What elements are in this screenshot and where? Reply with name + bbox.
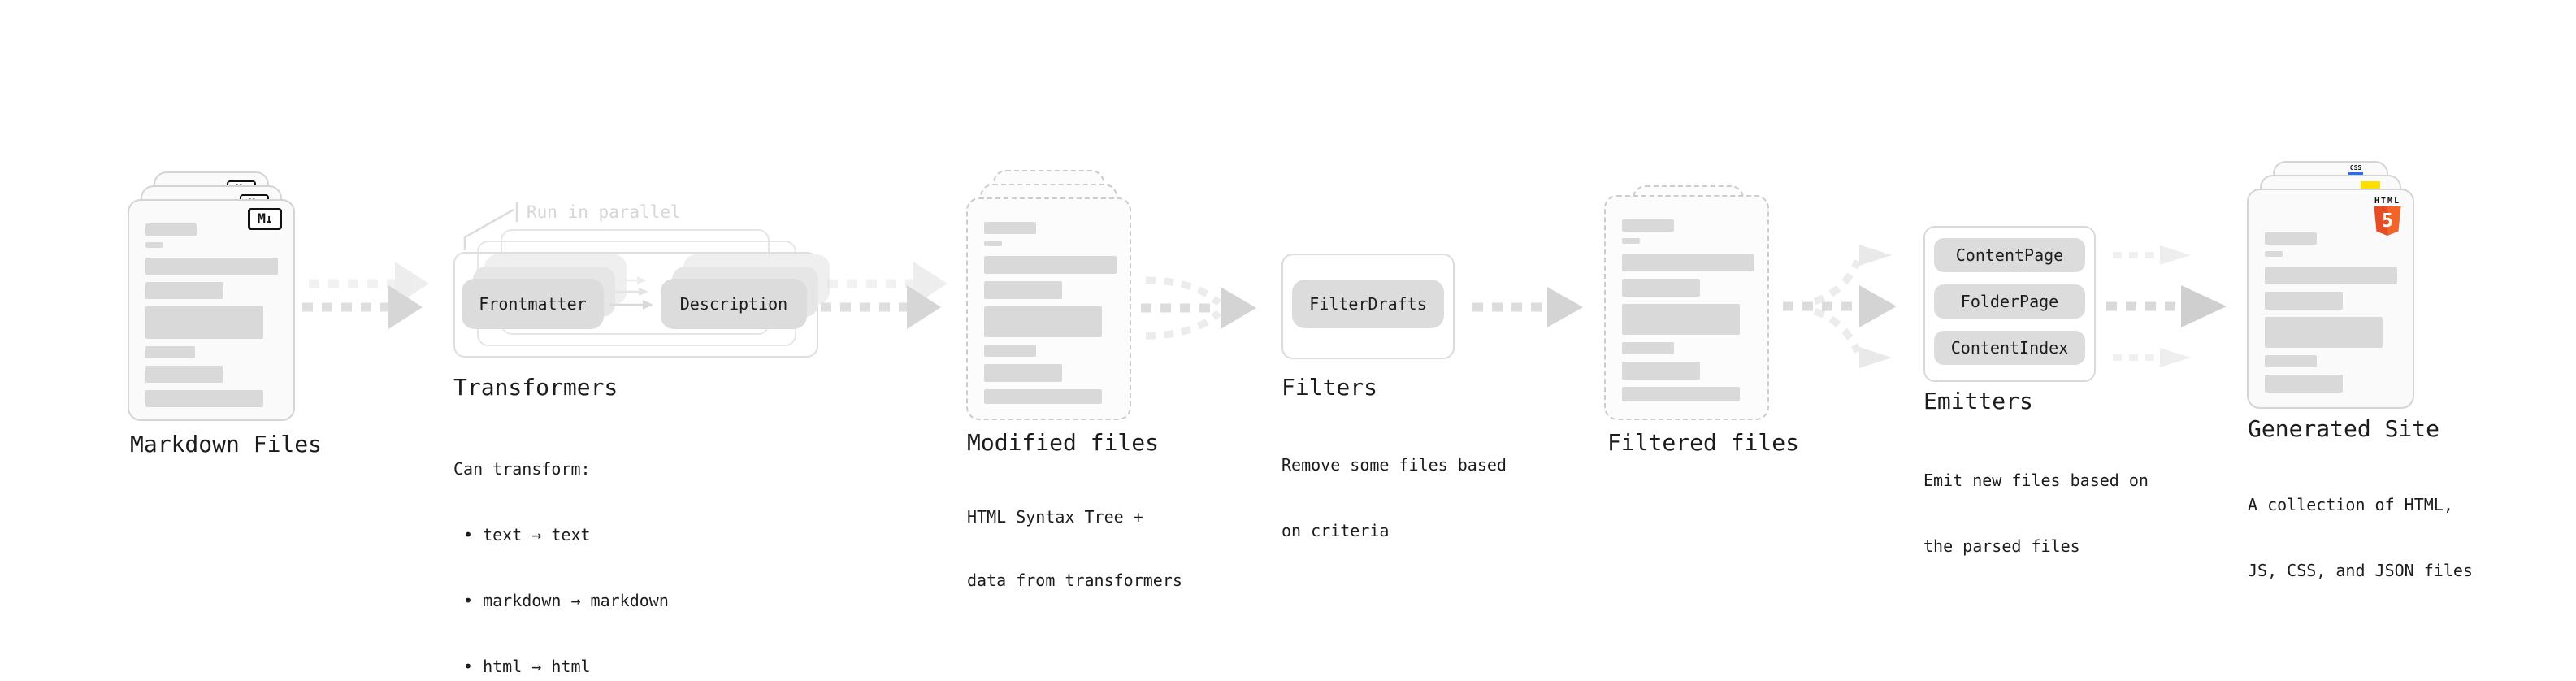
text-line-placeholder bbox=[1622, 304, 1740, 335]
folderpage-pill: FolderPage bbox=[1934, 284, 2085, 319]
text-line-placeholder bbox=[984, 389, 1102, 404]
text-line-placeholder bbox=[2265, 292, 2343, 310]
stage-title-emitters: Emitters bbox=[1923, 388, 2033, 414]
file-card-front-html: HTML 5 bbox=[2247, 189, 2414, 409]
text-line-placeholder bbox=[2265, 267, 2397, 284]
text-line-placeholder bbox=[984, 256, 1117, 274]
description-line: Emit new files based on bbox=[1923, 471, 2149, 490]
description-line: JS, CSS, and JSON files bbox=[2248, 561, 2473, 580]
text-line-placeholder bbox=[145, 282, 223, 299]
generated-site-description: A collection of HTML, JS, CSS, and JSON … bbox=[2248, 450, 2473, 626]
markdown-icon: M↓ bbox=[248, 208, 282, 230]
text-line-placeholder bbox=[145, 242, 163, 248]
text-line-placeholder bbox=[1622, 362, 1700, 380]
description-line: on criteria bbox=[1281, 521, 1390, 540]
html5-number: 5 bbox=[2382, 210, 2393, 232]
arrow-fork-filtered-to-emitters bbox=[1783, 245, 1897, 368]
arrow-triple-emitters-to-site bbox=[2106, 245, 2227, 367]
description-line: Remove some files based bbox=[1281, 455, 1507, 475]
text-line-placeholder bbox=[145, 223, 197, 236]
frontmatter-pill: Frontmatter bbox=[462, 279, 604, 329]
filters-description: Remove some files based on criteria bbox=[1281, 410, 1507, 586]
text-line-placeholder bbox=[145, 306, 263, 339]
arrow-merge-modified-to-filters bbox=[1141, 276, 1256, 340]
html5-label: HTML bbox=[2374, 197, 2401, 206]
description-line: • html → html bbox=[463, 657, 591, 676]
stage-title-modified-files: Modified files bbox=[967, 429, 1160, 456]
css3-icon: CSS bbox=[2348, 165, 2364, 176]
text-line-placeholder bbox=[1622, 219, 1674, 232]
text-line-placeholder bbox=[145, 258, 278, 275]
text-line-placeholder bbox=[145, 346, 195, 358]
text-line-placeholder bbox=[984, 241, 1002, 246]
run-in-parallel-label: Run in parallel bbox=[527, 202, 681, 222]
description-line: A collection of HTML, bbox=[2248, 495, 2453, 514]
stage-title-markdown-files: Markdown Files bbox=[130, 431, 323, 458]
arrow-filters-to-filtered bbox=[1472, 287, 1583, 327]
contentindex-pill: ContentIndex bbox=[1934, 331, 2085, 365]
arrow-markdown-to-transformers bbox=[302, 262, 429, 329]
arrow-transformers-to-modified bbox=[821, 262, 948, 329]
description-line: Can transform: bbox=[453, 459, 591, 479]
text-line-placeholder bbox=[2265, 251, 2283, 257]
document-skeleton bbox=[1606, 197, 1767, 401]
file-card-front bbox=[1604, 195, 1769, 420]
document-skeleton bbox=[2249, 190, 2413, 393]
modified-files-description: HTML Syntax Tree + data from transformer… bbox=[967, 464, 1182, 633]
run-in-parallel-leader-line bbox=[463, 202, 518, 250]
text-line-placeholder bbox=[984, 345, 1036, 357]
description-line: the parsed files bbox=[1923, 536, 2080, 556]
text-line-placeholder bbox=[2265, 232, 2317, 245]
description-line: • markdown → markdown bbox=[463, 591, 669, 610]
description-line: data from transformers bbox=[967, 570, 1182, 590]
stage-title-filtered-files: Filtered files bbox=[1607, 429, 1800, 456]
text-line-placeholder bbox=[145, 366, 223, 383]
document-skeleton bbox=[968, 199, 1130, 404]
transformers-description: Can transform: • text → text • markdown … bbox=[453, 414, 669, 681]
emitters-description: Emit new files based on the parsed files bbox=[1923, 426, 2149, 601]
html5-icon: HTML 5 bbox=[2373, 197, 2402, 236]
text-line-placeholder bbox=[145, 390, 263, 407]
text-line-placeholder bbox=[984, 222, 1036, 234]
description-pill: Description bbox=[661, 279, 807, 329]
text-line-placeholder bbox=[1622, 254, 1754, 271]
contentpage-pill: ContentPage bbox=[1934, 238, 2085, 272]
text-line-placeholder bbox=[1622, 238, 1640, 244]
description-line: HTML Syntax Tree + bbox=[967, 507, 1143, 527]
text-line-placeholder bbox=[1622, 342, 1674, 354]
text-line-placeholder bbox=[984, 364, 1062, 382]
description-line: • text → text bbox=[463, 525, 591, 544]
stage-title-transformers: Transformers bbox=[453, 374, 618, 401]
text-line-placeholder bbox=[1622, 387, 1740, 401]
parallel-mini-arrows bbox=[610, 276, 653, 310]
css-label: CSS bbox=[2349, 164, 2362, 171]
file-card-front bbox=[966, 197, 1131, 420]
text-line-placeholder bbox=[1622, 279, 1700, 297]
text-line-placeholder bbox=[2265, 375, 2343, 393]
stage-title-filters: Filters bbox=[1281, 374, 1378, 401]
file-card-front: M↓ bbox=[128, 199, 295, 421]
document-skeleton bbox=[129, 201, 293, 407]
css-blue-bar bbox=[2348, 172, 2363, 176]
filterdrafts-pill: FilterDrafts bbox=[1292, 280, 1444, 328]
stage-title-generated-site: Generated Site bbox=[2248, 415, 2440, 442]
text-line-placeholder bbox=[984, 306, 1102, 337]
text-line-placeholder bbox=[984, 281, 1062, 299]
text-line-placeholder bbox=[2265, 317, 2383, 348]
text-line-placeholder bbox=[2265, 355, 2317, 367]
